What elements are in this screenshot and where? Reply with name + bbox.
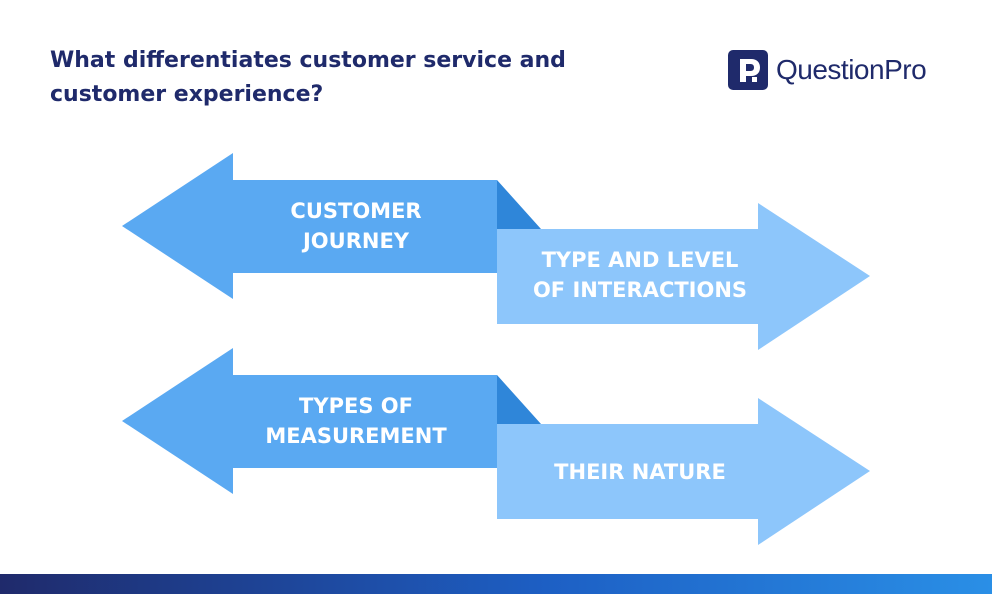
arrow-pair-1 <box>122 153 870 350</box>
arrow-label-customer-journey: CUSTOMER JOURNEY <box>290 199 422 253</box>
arrow-left-customer-journey <box>122 153 497 299</box>
arrow-fold-2 <box>497 375 541 424</box>
arrow-right-their-nature <box>497 398 870 545</box>
questionpro-logo: QuestionPro <box>728 50 927 90</box>
arrow-pair-2 <box>122 348 870 545</box>
arrow-label-their-nature: THEIR NATURE <box>554 460 726 484</box>
arrow-label-type-and-level: TYPE AND LEVEL OF INTERACTIONS <box>532 248 748 302</box>
arrow-fold-1 <box>497 180 541 229</box>
page-title: What differentiates customer service and… <box>50 48 566 107</box>
arrow-left-types-of-measurement <box>122 348 497 494</box>
logo-mark-icon <box>728 50 768 90</box>
arrow-right-type-and-level <box>497 203 870 350</box>
footer-gradient-bar <box>0 574 992 594</box>
logo-text: QuestionPro <box>776 54 927 85</box>
logo-p-icon <box>740 59 760 82</box>
arrow-label-types-of-measurement: TYPES OF MEASUREMENT <box>265 394 447 448</box>
